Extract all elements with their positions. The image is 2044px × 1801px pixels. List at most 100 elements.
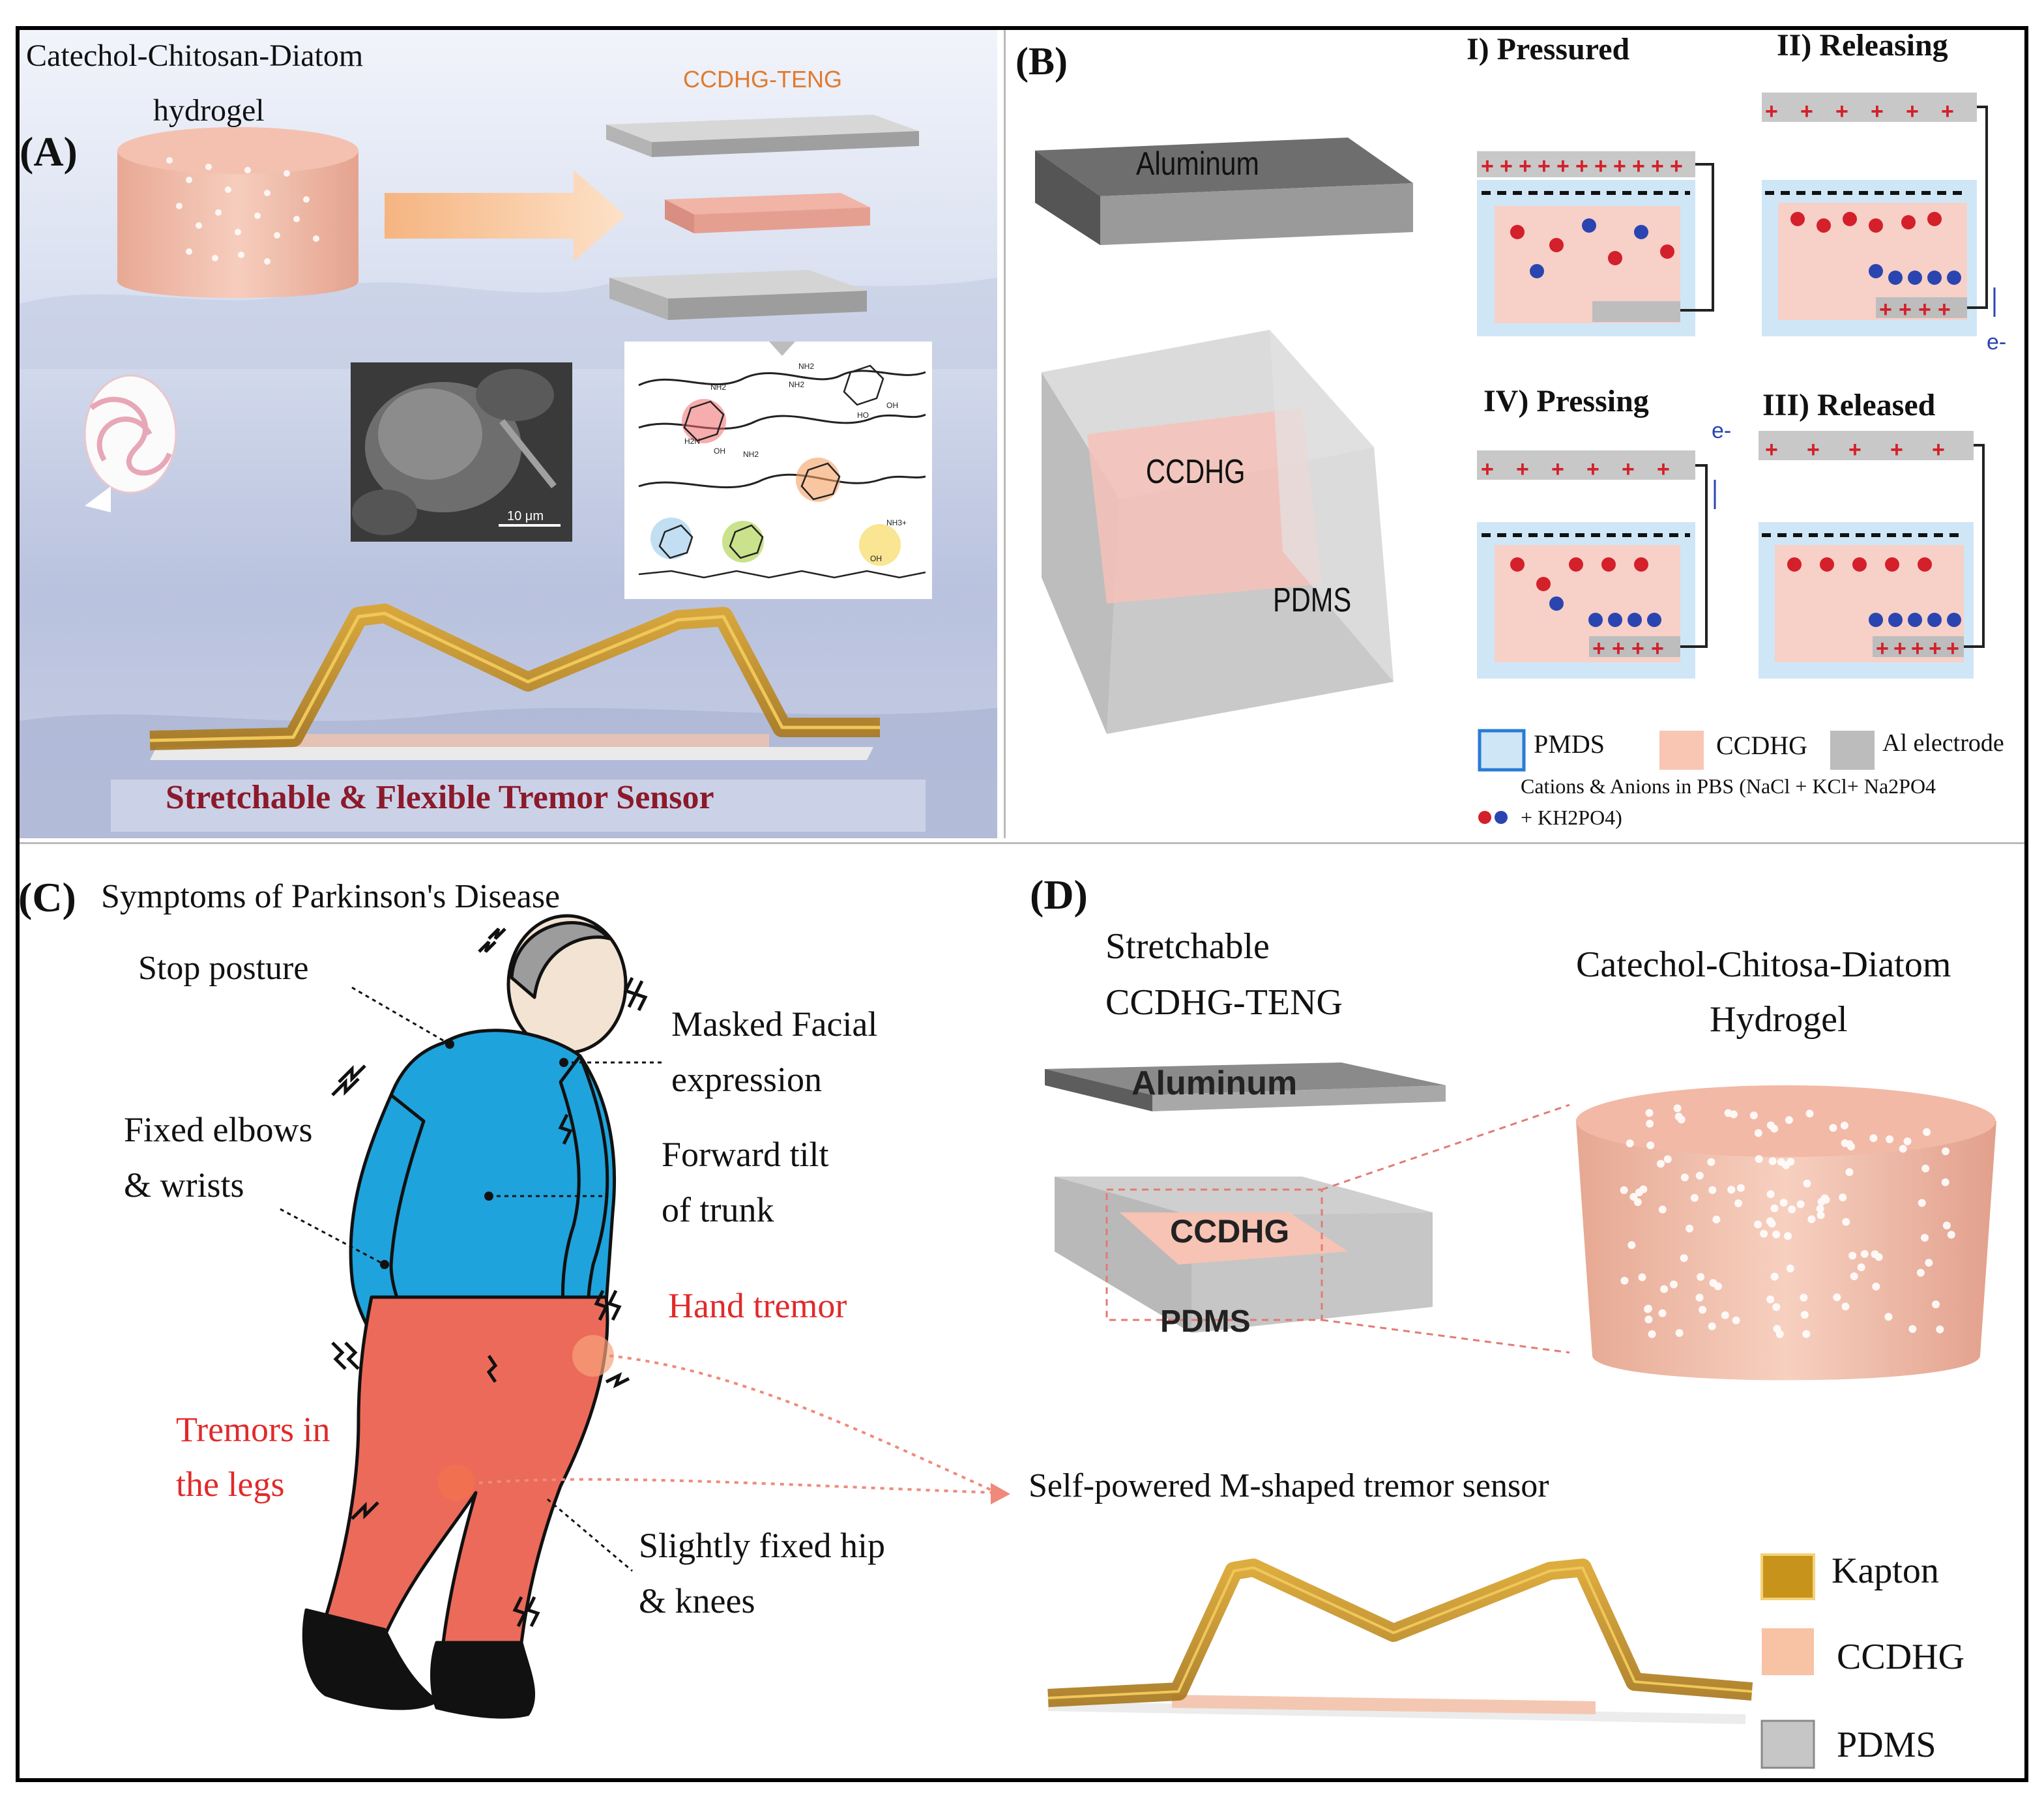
panel-c: (C) Symptoms of Parkinson's Disease Stop… bbox=[20, 847, 1010, 1778]
cation-marker bbox=[1918, 557, 1932, 572]
divider-top-bottom bbox=[20, 842, 2024, 844]
cation-marker bbox=[1869, 218, 1883, 233]
svg-text:NH2: NH2 bbox=[710, 383, 726, 392]
plus-charge: + bbox=[1551, 457, 1564, 482]
zoom-lines bbox=[1321, 1104, 1570, 1354]
plus-charge: + bbox=[1835, 99, 1848, 124]
hydrogel-particle bbox=[1932, 1300, 1940, 1309]
fixed-elbows-line2: & wrists bbox=[124, 1165, 244, 1205]
hydrogel-particle bbox=[1842, 1218, 1850, 1226]
plus-charge: + bbox=[1481, 457, 1494, 482]
hydrogel-particle bbox=[1860, 1250, 1869, 1258]
sensor-caption-a: Stretchable & Flexible Tremor Sensor bbox=[166, 779, 714, 816]
hydrogel-particle bbox=[1645, 1109, 1654, 1117]
legend-al-swatch bbox=[1830, 731, 1875, 770]
plus-charge: + bbox=[1765, 437, 1778, 462]
arrow-head bbox=[991, 1483, 1010, 1504]
hydrogel-particle bbox=[1800, 1311, 1809, 1319]
sem-scale-label: 10 μm bbox=[507, 509, 544, 523]
hydrogel-particle bbox=[1916, 1268, 1925, 1277]
panel-c-label: (C) bbox=[20, 874, 76, 920]
m-sensor-d bbox=[1047, 1559, 1753, 1724]
hydrogel-particle bbox=[1644, 1305, 1652, 1313]
plus-charge: + bbox=[1906, 99, 1919, 124]
plus-charge: + bbox=[1651, 636, 1664, 661]
aluminum-slab-d bbox=[1045, 1062, 1446, 1111]
hydrogel-particle bbox=[1872, 1282, 1880, 1291]
hydrogel-particle bbox=[1820, 1194, 1829, 1203]
plus-charge: + bbox=[1765, 99, 1778, 124]
anion-marker bbox=[1908, 271, 1922, 285]
legend-pdms-label-d: PDMS bbox=[1837, 1725, 1936, 1765]
hydrogel-particle bbox=[1686, 1224, 1694, 1233]
hydrogel-particle bbox=[1921, 1233, 1929, 1242]
panel-c-title: Symptoms of Parkinson's Disease bbox=[101, 878, 561, 915]
hydrogel-particle bbox=[1772, 1303, 1781, 1311]
hydrogel-particle bbox=[1947, 1231, 1955, 1239]
highlight-yellow bbox=[859, 524, 901, 566]
m-sensor-title: Self-powered M-shaped tremor sensor bbox=[1029, 1467, 1549, 1504]
anion-marker bbox=[1588, 613, 1603, 627]
hydrogel-particle bbox=[1841, 1302, 1850, 1311]
hydrogel-particle bbox=[1760, 1229, 1768, 1238]
legend-pmds-swatch bbox=[1478, 729, 1526, 772]
hydrogel-particle bbox=[1620, 1276, 1629, 1285]
svg-text:NH3+: NH3+ bbox=[886, 518, 907, 527]
plus-charge: + bbox=[1657, 457, 1670, 482]
anion-marker bbox=[1927, 271, 1942, 285]
cation-marker bbox=[1549, 238, 1564, 252]
hydrogel-particle bbox=[1869, 1134, 1878, 1143]
hydrogel-particle bbox=[1942, 1147, 1949, 1156]
diatom-illustration bbox=[83, 374, 177, 512]
panel-a-title-line2: hydrogel bbox=[153, 93, 265, 128]
plus-charge: + bbox=[1500, 154, 1513, 179]
highlight-red bbox=[682, 399, 726, 443]
anion-marker bbox=[1947, 613, 1961, 627]
hydrogel-particle bbox=[1638, 1273, 1646, 1281]
ions-caption-line1: Cations & Anions in PBS (NaCl + KCl+ Na2… bbox=[1521, 774, 1936, 798]
hydrogel-particle bbox=[1839, 1193, 1847, 1201]
plus-charge: + bbox=[1899, 297, 1912, 322]
pointer-dot-3 bbox=[380, 1260, 389, 1269]
step4-title: IV) Pressing bbox=[1483, 384, 1649, 418]
cation-marker bbox=[1901, 215, 1916, 229]
step3-diagram bbox=[1759, 431, 1985, 679]
svg-text:OH: OH bbox=[714, 447, 725, 456]
pdms-label-d: PDMS bbox=[1160, 1304, 1251, 1339]
hydrogel-particle bbox=[1669, 1280, 1678, 1289]
hip-line2: & knees bbox=[639, 1581, 755, 1620]
plus-charge: + bbox=[1586, 457, 1599, 482]
hydrogel-particle bbox=[1727, 1186, 1736, 1194]
panel-a-title-line1: Catechol-Chitosan-Diatom bbox=[26, 38, 364, 73]
pdms-label-b: PDMS bbox=[1273, 581, 1352, 619]
cation-marker bbox=[1885, 557, 1899, 572]
anion-marker bbox=[1888, 613, 1903, 627]
hip-line1: Slightly fixed hip bbox=[639, 1526, 885, 1565]
hydrogel-particle bbox=[1695, 1293, 1704, 1302]
highlight-orange bbox=[796, 458, 840, 502]
plus-charge: + bbox=[1622, 457, 1635, 482]
panel-d: (D) Stretchable CCDHG-TENG Catechol-Chit… bbox=[1009, 847, 2024, 1778]
plus-charge: + bbox=[1879, 297, 1892, 322]
plus-charge: + bbox=[1538, 154, 1551, 179]
figure-frame bbox=[16, 26, 2028, 1782]
svg-text:NH2: NH2 bbox=[789, 380, 804, 389]
anion-marker bbox=[1947, 271, 1961, 285]
cation-marker bbox=[1536, 577, 1551, 591]
hydrogel-particle bbox=[1908, 1325, 1917, 1333]
plus-charge: + bbox=[1556, 154, 1570, 179]
panel-b-label: (B) bbox=[1015, 40, 1068, 83]
plus-charge: + bbox=[1938, 297, 1951, 322]
legs-tremor-line2: the legs bbox=[176, 1465, 285, 1504]
divider-ab bbox=[1004, 30, 1006, 838]
cation-marker bbox=[1790, 212, 1805, 226]
hydrogel-particle bbox=[1788, 1205, 1796, 1214]
plus-charge: + bbox=[1592, 636, 1605, 661]
pointer-dot-4 bbox=[484, 1192, 493, 1201]
cation-marker bbox=[1510, 225, 1525, 239]
hydrogel-particle bbox=[1729, 1110, 1738, 1119]
svg-text:H2N: H2N bbox=[684, 437, 700, 446]
hydrogel-particle bbox=[1833, 1293, 1841, 1302]
hydrogel-particle bbox=[1884, 1313, 1893, 1321]
svg-text:NH2: NH2 bbox=[798, 362, 814, 371]
